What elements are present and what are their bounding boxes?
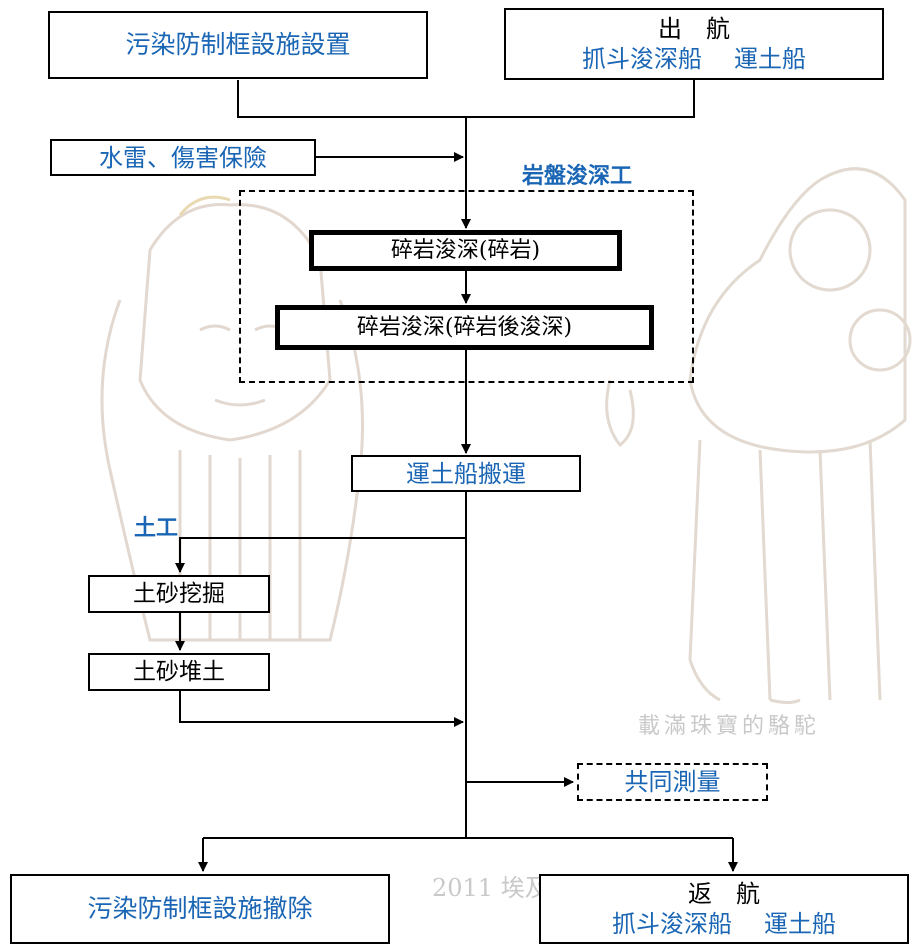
mine-insurance-box: 水雷、傷害保險 — [50, 139, 316, 176]
departure-title: 出 航 — [658, 15, 730, 43]
post-crush-dredging-text: 碎岩浚深(碎岩後浚深) — [356, 314, 573, 340]
return-title: 返 航 — [688, 880, 760, 908]
departure-box: 出 航 抓斗浚深船 運土船 — [504, 8, 884, 80]
pollution-setup-text: 污染防制框設施設置 — [125, 30, 351, 60]
soil-piling-box: 土砂堆土 — [88, 653, 270, 691]
earthwork-group-label: 土工 — [134, 515, 179, 541]
pollution-removal-text: 污染防制框設施撤除 — [87, 894, 313, 924]
departure-barge: 運土船 — [734, 45, 806, 73]
pollution-setup-box: 污染防制框設施設置 — [48, 11, 428, 79]
barge-transport-text: 運土船搬運 — [406, 459, 526, 488]
rock-crushing-box: 碎岩浚深(碎岩) — [309, 230, 622, 271]
mine-insurance-text: 水雷、傷害保險 — [99, 143, 267, 172]
barge-transport-box: 運土船搬運 — [351, 455, 581, 492]
soil-excavation-box: 土砂挖掘 — [88, 575, 270, 613]
camel-caption-watermark: 載滿珠寶的駱駝 — [638, 714, 821, 739]
rock-dredging-group-frame — [239, 190, 694, 383]
camel-sketch — [605, 167, 912, 704]
return-box: 返 航 抓斗浚深船 運土船 — [539, 874, 909, 944]
merge-line-top — [237, 80, 695, 118]
return-barge: 運土船 — [764, 910, 836, 938]
pollution-removal-box: 污染防制框設施撤除 — [10, 874, 390, 944]
earthwork-return-arrow — [179, 691, 464, 727]
post-crush-dredging-box: 碎岩浚深(碎岩後浚深) — [275, 305, 654, 350]
earthwork-branch-arrow — [175, 537, 466, 573]
joint-survey-box: 共同測量 — [577, 763, 768, 801]
rock-crushing-text: 碎岩浚深(碎岩) — [390, 237, 541, 263]
joint-survey-text: 共同測量 — [624, 768, 721, 796]
departure-grab-dredger: 抓斗浚深船 — [582, 45, 702, 73]
rock-dredging-group-label: 岩盤浚深工 — [522, 163, 633, 189]
soil-piling-text: 土砂堆土 — [133, 658, 225, 685]
soil-excavation-text: 土砂挖掘 — [133, 580, 225, 607]
return-grab-dredger: 抓斗浚深船 — [612, 910, 732, 938]
